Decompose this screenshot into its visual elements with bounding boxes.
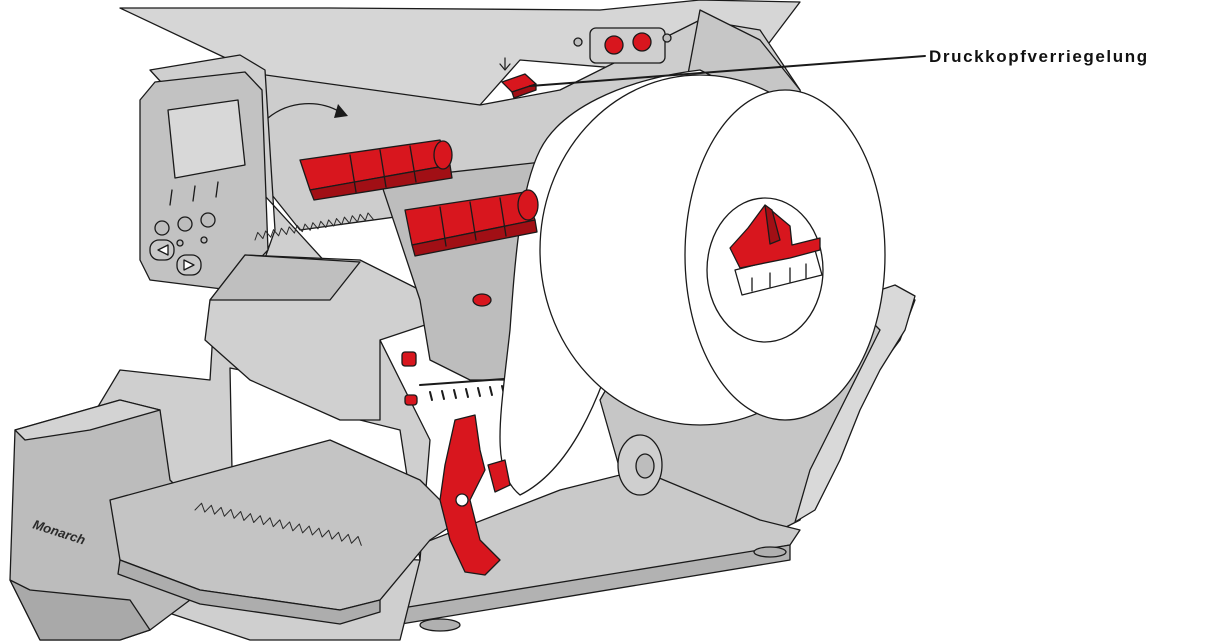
down-arrow-icon (499, 57, 511, 71)
ribbon-takeup-spindle (404, 189, 539, 257)
top-red-knob-2 (632, 32, 652, 52)
lever-red-link (487, 459, 511, 493)
right-guide-rail (794, 284, 916, 523)
roll-hub-red-clip-shade (764, 204, 781, 245)
arrow-right-icon (183, 259, 195, 271)
ribbon-supply-spindle (299, 139, 453, 201)
display-screen (167, 99, 246, 179)
lever-pivot (455, 493, 469, 507)
roll-hub-slots (751, 263, 807, 292)
indicator-line-2 (192, 185, 196, 202)
small-screw-2 (662, 33, 672, 43)
top-red-knob-1 (604, 35, 624, 55)
head-red-tab-2 (404, 394, 418, 406)
head-red-adjuster (472, 293, 492, 307)
callout-label: Druckkopfverriegelung (929, 47, 1149, 66)
panel-button-1 (154, 220, 170, 236)
head-release-lever (439, 414, 501, 576)
foot-right (753, 546, 787, 558)
tension-spring (254, 212, 374, 241)
curved-arrow-head (334, 104, 348, 118)
print-head-top (209, 254, 361, 301)
small-screw-1 (573, 37, 583, 47)
panel-button-3 (200, 212, 216, 228)
panel-button-2 (177, 216, 193, 232)
top-knob-plate (589, 27, 666, 64)
front-face-shade (9, 579, 151, 641)
callout-leader-line (529, 55, 926, 87)
panel-led-2 (200, 236, 208, 244)
guide-roller-hub (635, 453, 655, 479)
panel-led-1 (176, 239, 184, 247)
front-housing-top (14, 399, 161, 441)
arrow-left-icon (157, 244, 169, 256)
curved-arrow-icon (267, 103, 341, 119)
indicator-line-3 (215, 181, 219, 198)
drawer-front-edge (117, 559, 381, 625)
drawer-spring (194, 502, 362, 546)
foot-front (419, 618, 461, 632)
indicator-line-1 (169, 189, 173, 206)
head-red-tab-1 (401, 351, 417, 367)
print-head-latch-shade (511, 83, 537, 99)
